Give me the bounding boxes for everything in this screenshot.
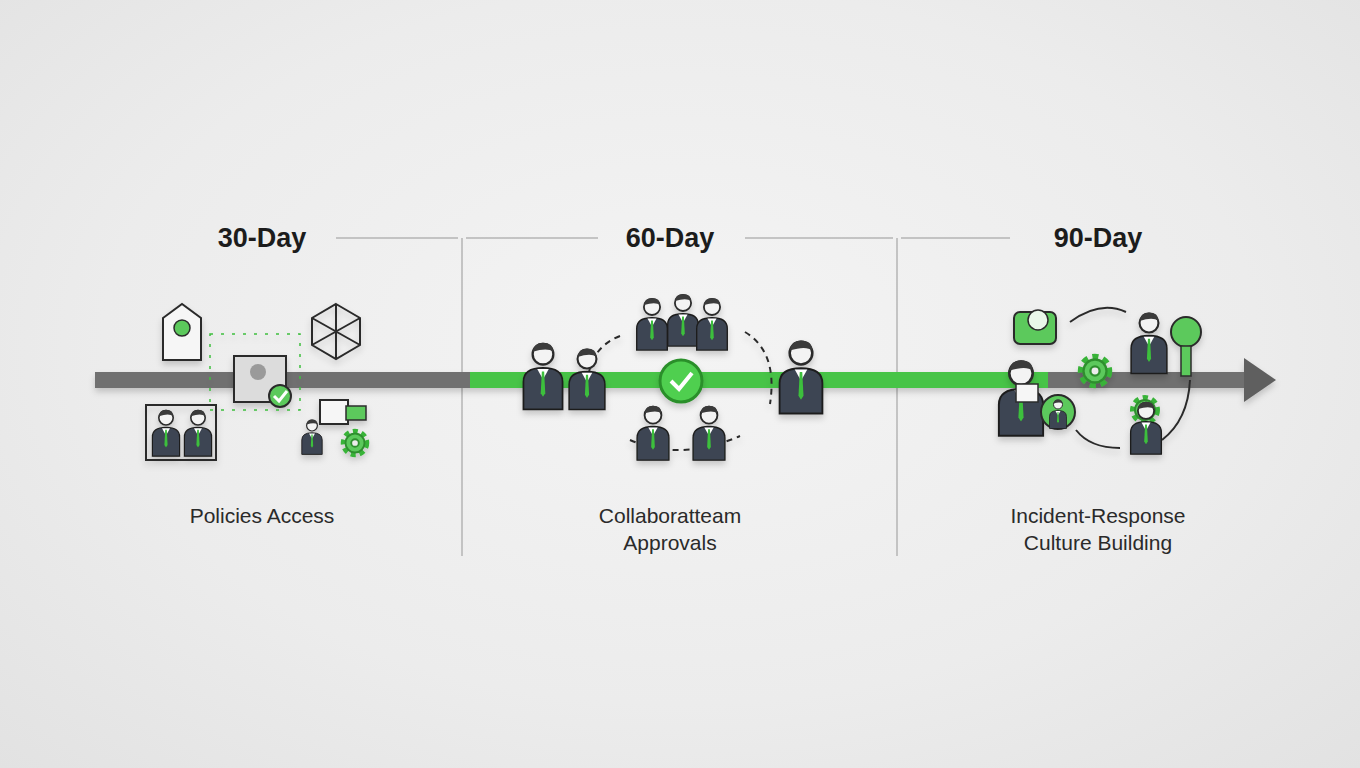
person-icon [1131,313,1167,374]
check-mark [274,391,287,401]
phase-heading: 90-Day [898,222,1298,254]
phase-two-icons [523,294,822,460]
heading-rule [336,237,458,239]
phase-band: 90-DayIncident-Response Culture Building [898,214,1298,559]
heading-rule [745,237,893,239]
cycle-arrow [588,332,772,450]
phase-label: Incident-Response Culture Building [978,502,1218,556]
clipboard [1016,384,1038,402]
workflow-box [346,406,366,420]
lightbulb-base [1181,346,1191,376]
person-icon [523,343,562,410]
phase-heading: 60-Day [470,222,870,254]
phase-band: 30-DayPolicies Access [62,214,462,559]
polygon-icon [312,304,360,359]
person-icon [637,406,669,460]
dotted-link [210,334,300,410]
phase-label: Policies Access [142,502,382,529]
person-icon [184,410,211,456]
approval-check [660,360,702,402]
timeline-arrowhead [1244,358,1276,402]
workflow-box [320,400,348,424]
column-separator [461,238,463,556]
shield-icon [163,304,201,360]
phase-one-icons [146,304,366,460]
person-icon [999,360,1043,435]
timeline-gray [1048,372,1248,388]
person-icon [302,420,322,455]
person-icon [569,349,605,410]
person-icon [1050,400,1067,429]
gear-icon [344,432,367,455]
heading-rule [466,237,598,239]
person-icon [1131,402,1162,454]
check-badge [269,385,291,407]
column-separator [896,238,898,556]
heading-rule [901,237,1010,239]
guide-lines [336,238,1010,556]
person-badge [1041,395,1075,429]
phase-band: 60-DayCollaboratteam Approvals [470,214,870,559]
phase-three-icons [999,308,1201,454]
person-icon [697,298,728,350]
person-icon [668,294,699,346]
phase-label: Collaboratteam Approvals [550,502,790,556]
chat-icon [1028,310,1048,330]
profile-head [250,364,266,380]
shield-badge [174,320,190,336]
lightbulb-icon [1171,317,1201,347]
person-icon [780,341,823,414]
person-icon [693,406,725,460]
check-mark [671,373,692,389]
gear-icon [1081,357,1109,385]
phase-heading: 30-Day [62,222,462,254]
person-icon [152,410,179,456]
team-card [146,405,216,460]
person-icon [637,298,668,350]
